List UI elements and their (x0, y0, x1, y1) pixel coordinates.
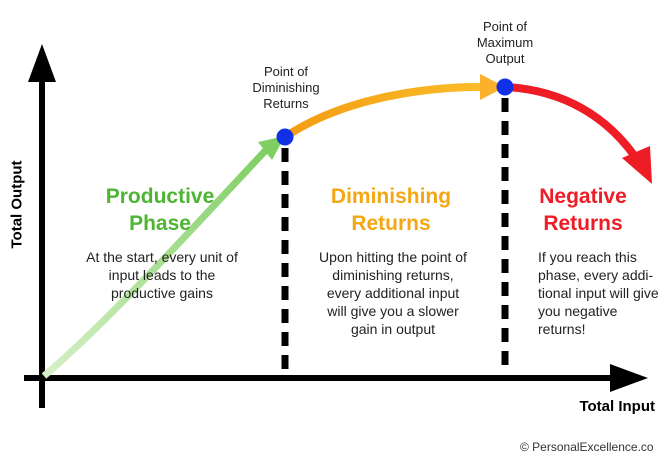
productive-phase-title: Productive Phase (105, 185, 215, 235)
diminishing-phase-description: Upon hitting the point of diminishing re… (319, 249, 467, 337)
diminishing-arrow-icon (480, 74, 505, 100)
productive-curve (41, 147, 269, 379)
maximum-point-marker (496, 78, 514, 96)
x-axis-arrow-icon (610, 364, 648, 392)
diminishing-point-marker (276, 128, 294, 146)
diminishing-point-label: Point of Diminishing Returns (252, 64, 320, 111)
diminishing-curve (282, 82, 489, 141)
x-axis-label: Total Input (579, 398, 655, 415)
negative-curve (504, 83, 640, 161)
copyright-notice: © PersonalExcellence.co (520, 440, 654, 454)
y-axis-arrow-icon (28, 44, 56, 82)
productive-phase-description: At the start, every unit of input leads … (86, 249, 238, 301)
negative-phase-description: If you reach this phase, every addi- tio… (538, 249, 659, 337)
y-axis-label: Total Output (8, 160, 26, 249)
negative-arrow-icon (622, 146, 652, 184)
maximum-point-label: Point of Maximum Output (476, 19, 534, 66)
negative-phase-title: Negative Returns (539, 185, 627, 235)
diminishing-phase-title: Diminishing Returns (330, 185, 452, 235)
